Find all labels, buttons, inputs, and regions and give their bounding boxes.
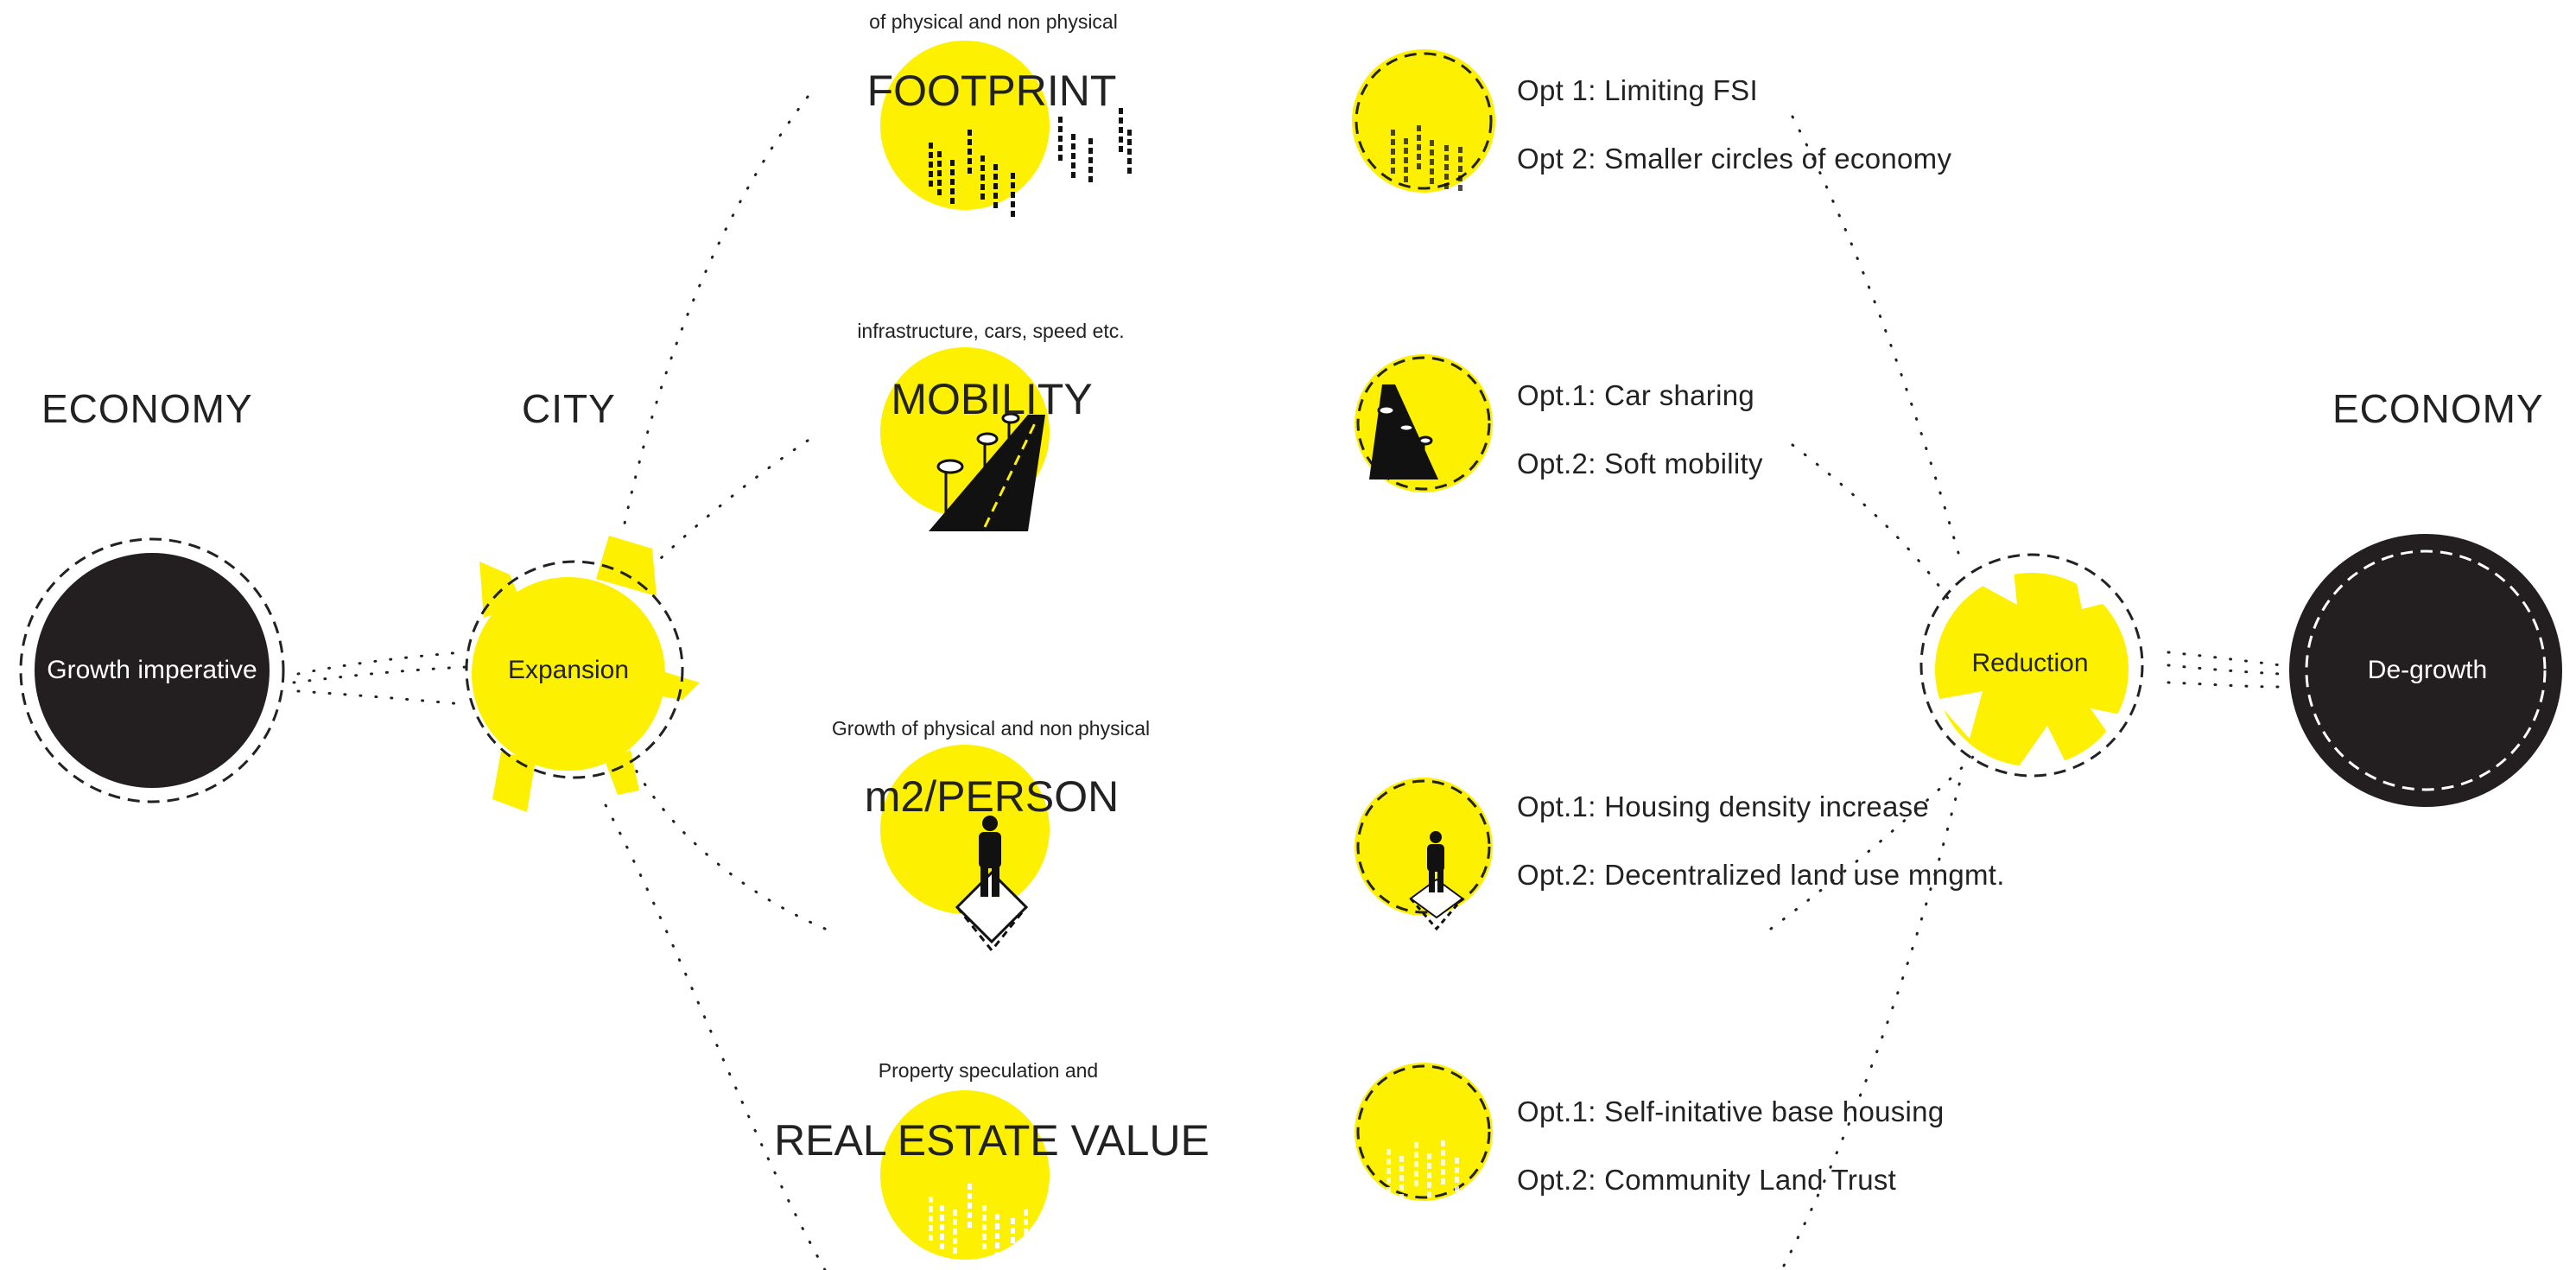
mobility-option-2: Opt.2: Soft mobility — [1517, 448, 1763, 479]
mobility-option-1: Opt.1: Car sharing — [1517, 379, 1755, 411]
mobility-icon — [880, 347, 1050, 531]
connector-footprint — [620, 95, 809, 537]
m2-person-title: m2/PERSON — [864, 772, 1120, 821]
footprint-caption: of physical and non physical — [869, 10, 1118, 33]
degrowth-dashed-ring — [2305, 549, 2547, 791]
real-estate-icon — [880, 1090, 1050, 1262]
growth-dashed-ring — [19, 537, 285, 803]
footprint-icon — [880, 41, 1132, 217]
footprint-title: FOOTPRINT — [866, 67, 1117, 115]
heading-economy-right: ECONOMY — [2332, 386, 2544, 431]
footprint-option-1: Opt 1: Limiting FSI — [1517, 74, 1758, 106]
option-mobility-icon — [1355, 354, 1493, 492]
real-estate-option-2: Opt.2: Community Land Trust — [1517, 1164, 1897, 1196]
connector-realestate — [603, 802, 827, 1270]
m2-option-1: Opt.1: Housing density increase — [1517, 791, 1930, 822]
connector-opt-m2 — [1769, 750, 1980, 930]
connector-opt-footprint — [1791, 115, 1963, 563]
expansion-label: Expansion — [507, 656, 630, 684]
connector-mobility — [629, 439, 809, 589]
real-estate-caption: Property speculation and — [878, 1059, 1099, 1082]
m2-person-caption: Growth of physical and non physical — [831, 717, 1151, 740]
growth-imperative-label: Growth imperative — [47, 656, 257, 684]
mobility-title: MOBILITY — [891, 375, 1093, 423]
connector-growth-expansion — [292, 665, 468, 684]
degrowth-circle — [2289, 534, 2562, 807]
real-estate-title: REAL ESTATE VALUE — [774, 1116, 1209, 1165]
footprint-option-2: Opt 2: Smaller circles of economy — [1517, 143, 1952, 175]
real-estate-option-1: Opt.1: Self-initative base housing — [1517, 1095, 1945, 1127]
heading-city: CITY — [522, 386, 616, 431]
mobility-caption: infrastructure, cars, speed etc. — [857, 320, 1125, 342]
m2-option-2: Opt.2: Decentralized land use mngmt. — [1517, 859, 2005, 891]
option-footprint-icon — [1352, 49, 1495, 193]
reduction-shape — [1919, 553, 2144, 778]
option-real-estate-icon — [1355, 1063, 1493, 1202]
connector-opt-mobility — [1791, 443, 1954, 606]
m2-person-icon — [880, 745, 1050, 953]
expansion-shape — [465, 536, 700, 812]
degrowth-label: De-growth — [2367, 656, 2488, 684]
heading-economy-left: ECONOMY — [41, 386, 253, 431]
connector-reduction-degrowth — [2167, 664, 2282, 676]
connector-m2 — [620, 741, 827, 930]
reduction-label: Reduction — [1971, 649, 2089, 677]
option-m2-icon — [1355, 778, 1493, 931]
growth-circle — [35, 553, 270, 788]
